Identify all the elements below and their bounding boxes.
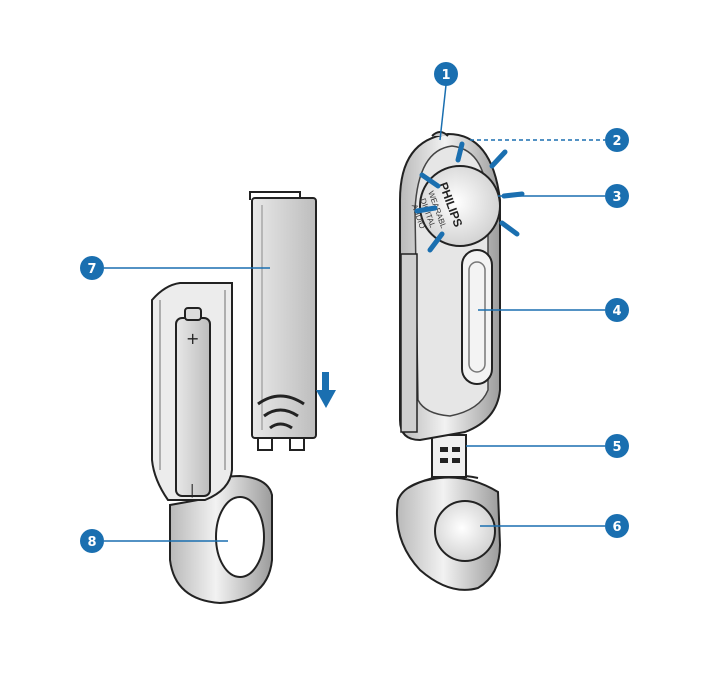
callout-4-number: 4 bbox=[612, 304, 621, 319]
callout-8-number: 8 bbox=[87, 535, 96, 550]
player: PHILIPS WEARABL DIGITAL AUDIO bbox=[397, 132, 522, 590]
callout-1: 1 bbox=[434, 62, 458, 86]
callout-7-number: 7 bbox=[87, 262, 96, 277]
battery-minus-label: | bbox=[190, 483, 194, 498]
callout-6-number: 6 bbox=[612, 520, 621, 535]
callout-1-number: 1 bbox=[441, 68, 450, 83]
callout-2: 2 bbox=[605, 128, 629, 152]
callout-5-number: 5 bbox=[612, 440, 621, 455]
callout-7: 7 bbox=[80, 256, 104, 280]
down-arrow-icon bbox=[316, 372, 336, 408]
callout-8: 8 bbox=[80, 529, 104, 553]
callout-5: 5 bbox=[605, 434, 629, 458]
sliding-cover bbox=[250, 192, 336, 450]
battery-plus-label: + bbox=[186, 329, 199, 348]
callout-4: 4 bbox=[605, 298, 629, 322]
callout-6: 6 bbox=[605, 514, 629, 538]
battery: + | bbox=[176, 308, 210, 498]
callout-3: 3 bbox=[605, 184, 629, 208]
callout-3-number: 3 bbox=[612, 190, 621, 205]
callout-2-number: 2 bbox=[612, 134, 621, 149]
